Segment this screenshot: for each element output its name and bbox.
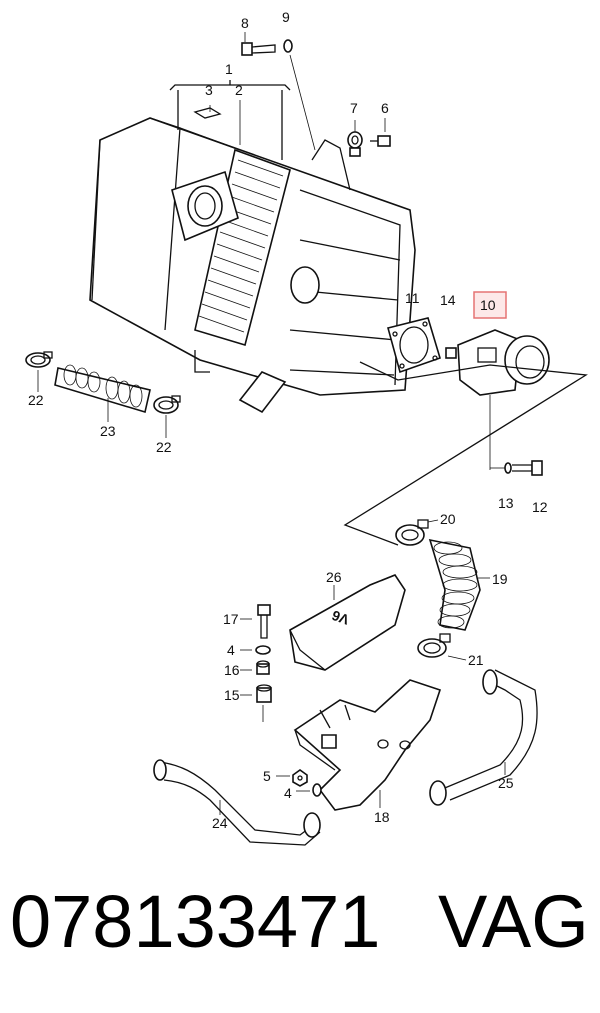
callout-15: 15 [224,687,240,703]
washer-4a [255,645,271,655]
callout-14: 14 [440,292,456,308]
part-number: 078133471 [10,880,381,963]
grommet-15 [256,684,272,703]
hose-25 [429,669,538,806]
clamp-21 [417,633,451,658]
screw-6 [370,135,391,147]
bolt-12 [512,460,543,476]
engine-cover-26 [289,574,406,671]
callout-26: 26 [326,569,342,585]
callout-22b: 22 [156,439,172,455]
nut-16 [256,660,270,675]
washer-9 [283,39,293,53]
clamp-20 [395,519,429,546]
section-divider [343,361,588,546]
corrugated-hose-19 [428,538,481,631]
parts-diagram: V6 [25,9,588,846]
callout-18: 18 [374,809,390,825]
callout-1: 1 [225,61,233,77]
callout-4a: 4 [227,642,235,658]
callout-5: 5 [263,768,271,784]
callout-3: 3 [205,82,213,98]
callout-7: 7 [350,100,358,116]
clamp-22a [25,351,53,368]
hose-24 [153,759,321,846]
nut-5 [292,769,308,787]
clip-part [193,107,222,119]
callout-19: 19 [492,571,508,587]
callout-2: 2 [235,82,243,98]
callout-6: 6 [381,100,389,116]
callout-11: 11 [405,290,420,306]
callout-1-bracket [169,84,291,91]
callout-22a: 22 [28,392,44,408]
bellows-hose-23 [54,364,151,414]
grommet-7 [347,131,363,157]
callout-9: 9 [282,9,290,25]
bolt-17 [257,604,271,639]
gasket-11 [387,317,441,374]
bolt-8 [241,42,276,56]
callout-10: 10 [480,297,496,313]
engine-cover-text: V6 [329,607,351,628]
highlight-box [473,291,507,319]
callout-17: 17 [223,611,239,627]
nut-14 [445,347,457,359]
callout-25: 25 [498,775,514,791]
brand-name: VAG [438,880,589,963]
washer-4b [312,783,322,797]
callout-13: 13 [498,495,514,511]
callout-24: 24 [212,815,228,831]
callout-4b: 4 [284,785,292,801]
callout-20: 20 [440,511,456,527]
callout-16: 16 [224,662,240,678]
washer-13 [504,462,512,474]
air-filter-housing [89,117,416,414]
air-mass-meter-10 [457,329,550,396]
callout-21: 21 [468,652,484,668]
callout-23: 23 [100,423,116,439]
clamp-22b [153,395,181,414]
callout-12: 12 [532,499,548,515]
callout-8: 8 [241,15,249,31]
